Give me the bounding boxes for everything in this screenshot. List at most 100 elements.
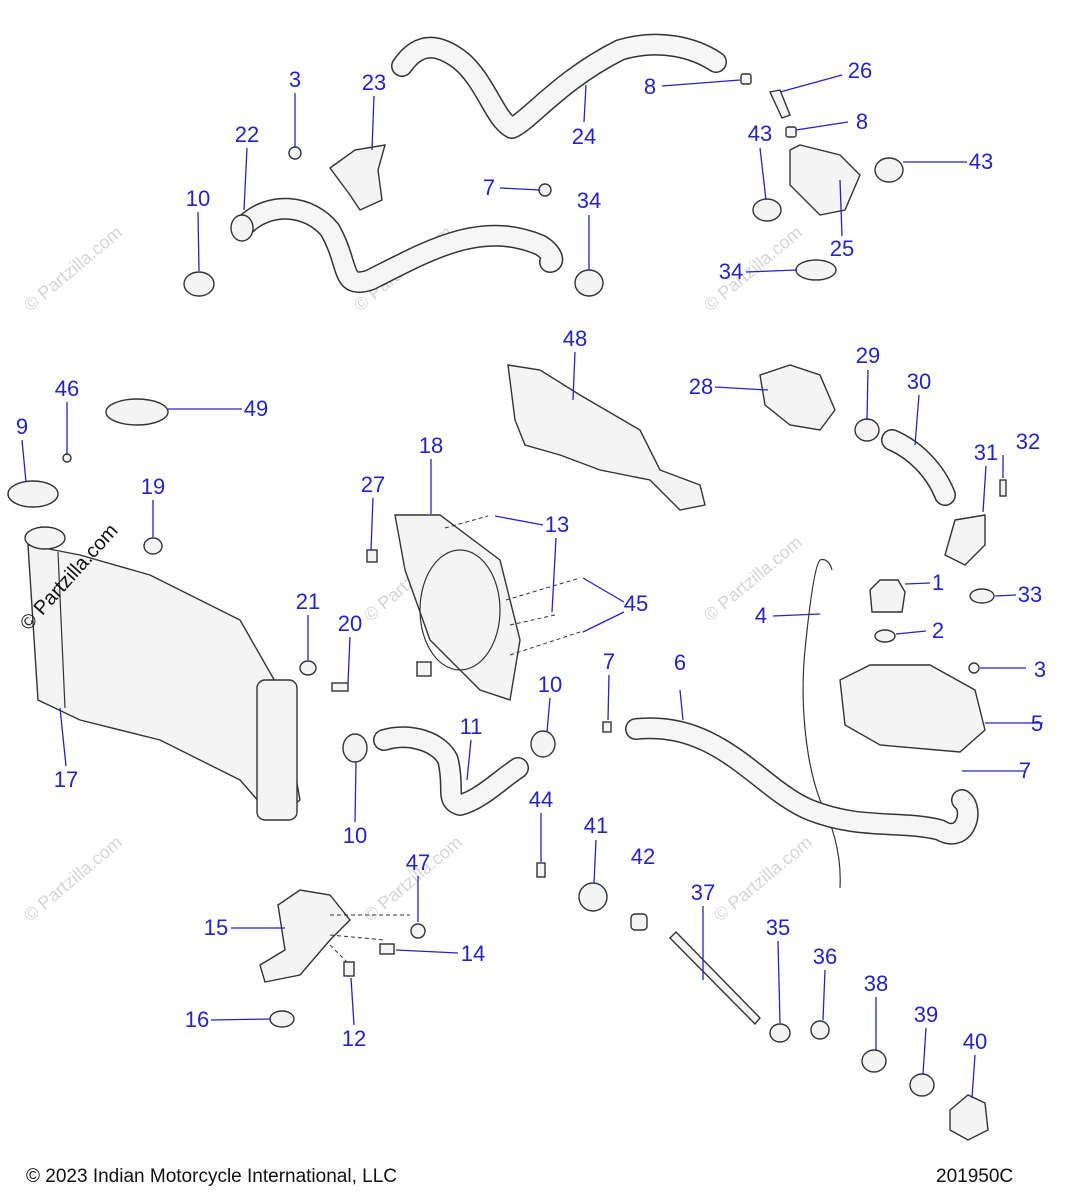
callout-41: 41 [583, 813, 609, 838]
thermostat-housing-25 [740, 73, 904, 281]
callout-38: 38 [863, 971, 889, 996]
seal-38 [861, 1049, 887, 1073]
callout-49: 49 [243, 396, 269, 421]
callout-22: 22 [234, 122, 260, 147]
callout-18: 18 [418, 433, 444, 458]
seal-36 [810, 1020, 830, 1040]
cap-1 [869, 579, 906, 613]
hose-24 [391, 33, 727, 139]
bolt-44 [536, 862, 546, 878]
callout-30: 30 [906, 369, 932, 394]
bracket-23 [329, 144, 386, 211]
callout-10b: 10 [537, 672, 563, 697]
callout-43b: 43 [968, 149, 994, 174]
clip-27 [366, 549, 378, 563]
callout-16: 16 [184, 1007, 210, 1032]
seal-35 [769, 1023, 791, 1043]
bolt-3 [288, 146, 302, 160]
callout-46: 46 [54, 376, 80, 401]
copyright-text: © 2023 Indian Motorcycle International, … [26, 1166, 397, 1187]
callout-19: 19 [140, 474, 166, 499]
nut-47 [410, 923, 426, 939]
clamp-10b [342, 733, 368, 763]
fastener-leader-13 [444, 515, 581, 656]
oring-33 [969, 588, 995, 604]
clamp-10 [183, 271, 215, 297]
bolt-20 [331, 682, 349, 692]
callout-7: 7 [482, 175, 496, 200]
callout-42: 42 [630, 844, 656, 869]
callout-7b: 7 [602, 649, 616, 674]
callout-10: 10 [185, 186, 211, 211]
plug-16 [269, 1010, 295, 1028]
bolt-32 [999, 479, 1007, 497]
callout-39: 39 [913, 1002, 939, 1027]
callout-44: 44 [528, 787, 554, 812]
callout-21: 21 [295, 589, 321, 614]
callout-14: 14 [460, 941, 486, 966]
callout-9: 9 [15, 414, 29, 439]
callout-3: 3 [288, 67, 302, 92]
overflow-tube-4 [802, 558, 841, 889]
callout-5: 5 [1030, 711, 1044, 736]
callout-4: 4 [754, 603, 768, 628]
sensor-12 [343, 961, 355, 977]
hose-30 [881, 429, 956, 506]
shaft-37 [669, 931, 761, 1026]
callout-29: 29 [855, 343, 881, 368]
callout-3b: 3 [1033, 657, 1047, 682]
callout-27: 27 [360, 472, 386, 497]
radiator-17 [24, 526, 301, 821]
clamp-7 [538, 183, 552, 197]
leader-lines [21, 74, 1043, 1099]
clamp-7b [602, 721, 612, 733]
callout-1: 1 [931, 570, 945, 595]
bearing-42 [630, 913, 648, 931]
callout-34b: 34 [718, 259, 744, 284]
clamp-34 [574, 269, 604, 297]
callout-20: 20 [337, 611, 363, 636]
callout-24: 24 [571, 124, 597, 149]
cap-49 [105, 398, 169, 426]
reservoir-5 [839, 664, 986, 753]
cap-9 [7, 480, 59, 508]
callout-48: 48 [562, 326, 588, 351]
callout-10c: 10 [342, 823, 368, 848]
washer-2 [874, 629, 896, 643]
fan-shroud-18 [394, 514, 521, 701]
callout-13: 13 [544, 512, 570, 537]
clip-27b [416, 661, 432, 677]
callout-35: 35 [765, 915, 791, 940]
callout-31: 31 [973, 440, 999, 465]
clamp-10c [530, 730, 556, 758]
bolt-14 [379, 943, 395, 955]
callout-37: 37 [690, 880, 716, 905]
elbow-31 [944, 514, 986, 566]
callout-7c: 7 [1018, 758, 1032, 783]
grommet-19 [143, 537, 163, 555]
bolt-3b [968, 662, 980, 674]
diagram-id: 201950C [936, 1166, 1014, 1187]
callout-43: 43 [747, 121, 773, 146]
callout-34: 34 [576, 188, 602, 213]
callout-2: 2 [931, 618, 945, 643]
callout-15: 15 [203, 915, 229, 940]
callout-8b: 8 [855, 109, 869, 134]
screw-46 [62, 453, 72, 463]
clamp-29 [854, 418, 880, 442]
thermostat-28 [759, 364, 836, 431]
impeller-40 [949, 1094, 989, 1141]
callout-23: 23 [361, 70, 387, 95]
callout-6: 6 [673, 650, 687, 675]
gear-41 [578, 882, 608, 912]
callout-28: 28 [688, 374, 714, 399]
callout-33: 33 [1017, 582, 1043, 607]
hose-22 [230, 197, 564, 293]
callout-11: 11 [459, 714, 483, 739]
callout-26: 26 [847, 58, 873, 83]
hose-6 [625, 717, 979, 845]
callout-40: 40 [962, 1029, 988, 1054]
grommet-21 [299, 660, 317, 676]
